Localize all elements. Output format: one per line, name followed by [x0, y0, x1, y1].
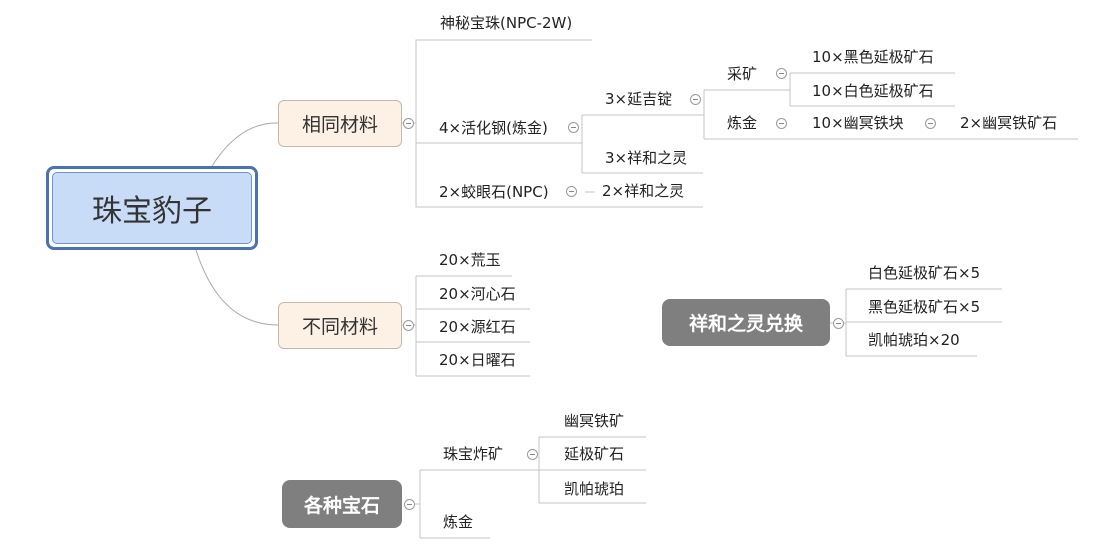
topic-spirit-a[interactable]: 3×祥和之灵: [605, 149, 688, 167]
branch-same-materials[interactable]: 相同材料: [278, 100, 402, 147]
topic-diff-item-3[interactable]: 20×源红石: [439, 318, 516, 336]
topic-exchange-item-2[interactable]: 黑色延极矿石×5: [868, 298, 981, 316]
topic-activated-steel[interactable]: 4×活化钢(炼金): [439, 119, 548, 137]
spirit-exchange-node[interactable]: 祥和之灵兑换: [662, 299, 830, 346]
topic-youming-ore[interactable]: 2×幽冥铁矿石: [960, 114, 1058, 132]
topic-youming-block[interactable]: 10×幽冥铁块: [812, 114, 904, 132]
topic-mining[interactable]: 采矿: [727, 65, 758, 83]
topic-black-ore[interactable]: 10×黑色延极矿石: [812, 48, 934, 66]
spirit-exchange-label: 祥和之灵兑换: [688, 313, 803, 335]
topic-gems-alchemy[interactable]: 炼金: [443, 513, 474, 531]
collapse-toggle-icon[interactable]: [833, 318, 844, 329]
collapse-toggle-icon[interactable]: [403, 118, 414, 129]
branch-same-label: 相同材料: [301, 114, 378, 136]
collapse-toggle-icon[interactable]: [404, 499, 415, 510]
collapse-toggle-icon[interactable]: [403, 320, 414, 331]
collapse-toggle-icon[interactable]: [690, 94, 701, 105]
topic-yanji-ingot[interactable]: 3×延吉锭: [605, 90, 673, 108]
collapse-toggle-icon[interactable]: [568, 122, 579, 133]
collapse-toggle-icon[interactable]: [566, 186, 577, 197]
branch-diff-label: 不同材料: [301, 316, 378, 338]
branch-different-materials[interactable]: 不同材料: [278, 302, 402, 349]
collapse-toggle-icon[interactable]: [527, 449, 538, 460]
topic-alchemy[interactable]: 炼金: [727, 114, 758, 132]
collapse-toggle-icon[interactable]: [776, 68, 787, 79]
topic-ore-2[interactable]: 延极矿石: [564, 445, 625, 463]
topic-mystery-pearl[interactable]: 神秘宝珠(NPC-2W): [440, 14, 573, 32]
various-gems-label: 各种宝石: [303, 494, 380, 517]
collapse-toggle-icon[interactable]: [776, 118, 787, 129]
topic-spirit-b[interactable]: 2×祥和之灵: [602, 182, 685, 200]
various-gems-node[interactable]: 各种宝石: [282, 480, 402, 528]
topic-exchange-item-1[interactable]: 白色延极矿石×5: [868, 264, 981, 282]
topic-exchange-item-3[interactable]: 凯帕琥珀×20: [868, 331, 960, 349]
root-node[interactable]: 珠宝豹子: [46, 166, 258, 250]
topic-ore-1[interactable]: 幽冥铁矿: [564, 412, 625, 430]
topic-white-ore[interactable]: 10×白色延极矿石: [812, 82, 934, 100]
collapse-toggle-icon[interactable]: [925, 118, 936, 129]
topic-diff-item-4[interactable]: 20×日曜石: [439, 351, 516, 369]
topic-jiaoyan-stone[interactable]: 2×蛟眼石(NPC): [439, 183, 549, 201]
topic-diff-item-1[interactable]: 20×荒玉: [439, 251, 501, 269]
root-title: 珠宝豹子: [52, 172, 252, 244]
topic-diff-item-2[interactable]: 20×河心石: [439, 285, 516, 303]
topic-ore-3[interactable]: 凯帕琥珀: [564, 480, 625, 498]
topic-jewel-mining[interactable]: 珠宝炸矿: [443, 445, 504, 463]
